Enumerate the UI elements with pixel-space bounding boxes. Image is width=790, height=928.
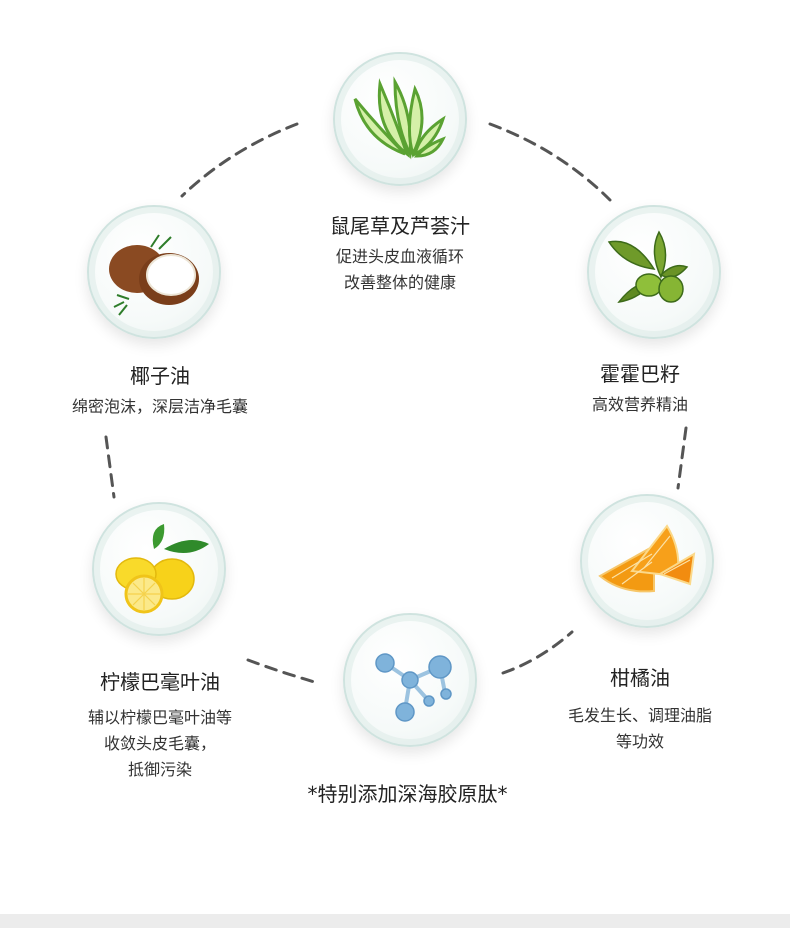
item-title-lemon: 柠檬巴毫叶油 (100, 670, 220, 694)
aloe-icon (353, 76, 446, 160)
bottom-divider-bar (0, 914, 790, 928)
item-desc-lemon-3: 抵御污染 (127, 760, 192, 779)
dish-orange (580, 494, 714, 628)
item-desc-citrus-1: 毛发生长、调理油脂 (567, 706, 712, 725)
item-title-aloe: 鼠尾草及芦荟汁 (330, 214, 470, 238)
item-desc-citrus-2: 等功效 (615, 732, 664, 751)
dish-jojoba (587, 205, 721, 339)
item-desc-coconut-1: 绵密泡沫，深层洁净毛囊 (71, 397, 248, 416)
item-desc-jojoba-1: 高效营养精油 (591, 395, 688, 414)
item-desc-lemon-1: 辅以柠檬巴毫叶油等 (87, 708, 232, 727)
dish-aloe (333, 52, 467, 186)
collagen-footnote: *特别添加深海胶原肽* (307, 782, 508, 806)
dish-molecule (343, 613, 477, 747)
item-desc-aloe-2: 改善整体的健康 (343, 273, 456, 292)
coconut-icon (109, 234, 199, 316)
lemon-icon (115, 524, 209, 614)
item-desc-aloe-1: 促进头皮血液循环 (335, 247, 464, 266)
item-title-jojoba: 霍霍巴籽 (600, 362, 680, 386)
item-title-coconut: 椰子油 (130, 364, 190, 388)
molecule-icon (375, 653, 452, 722)
orange-slice-icon (598, 524, 696, 593)
item-title-citrus: 柑橘油 (610, 666, 670, 690)
dish-lemon (92, 502, 226, 636)
item-desc-lemon-2: 收敛头皮毛囊， (103, 734, 216, 753)
jojoba-leaf-icon (607, 230, 689, 304)
dish-coconut (87, 205, 221, 339)
